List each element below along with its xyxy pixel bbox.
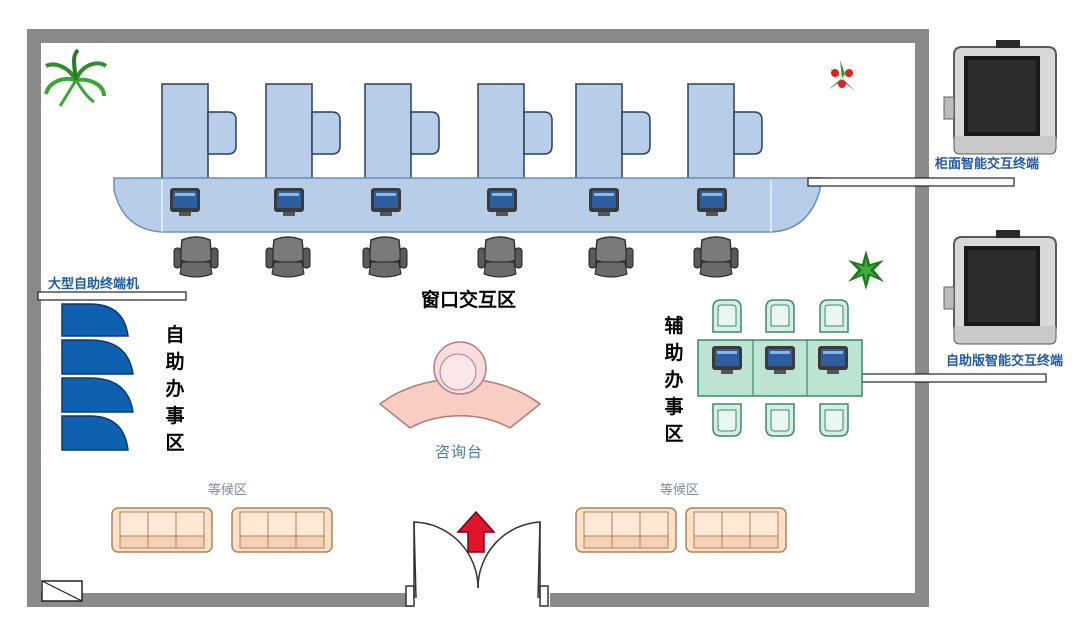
green-chair [765,299,795,333]
service-counter [113,83,821,278]
sofa-icon [111,507,213,553]
star-plant-icon [848,250,884,290]
large-terminal-label: 大型自助终端机 [48,277,140,292]
self-service-zone-label: 自助办事区 [165,324,185,454]
selfservice-terminal-label: 自助版智能交互终端 [946,354,1064,369]
self-service-kiosks [61,303,134,451]
monitor-terminal-icon [589,188,619,216]
storage-box [41,580,83,602]
office-chair-icon [477,236,523,278]
counter-terminal-label: 柜面智能交互终端 [935,157,1040,172]
palm-plant-icon [44,48,108,108]
assisted-zone-label: 辅助办事区 [664,315,684,445]
office-chair-icon [362,236,408,278]
monitor-terminal-icon [712,346,742,374]
sofa-icon [575,507,677,553]
flower-plant-icon [826,60,858,92]
office-chair-icon [693,236,739,278]
selfservice-terminal-leader [861,373,1047,383]
office-chair-icon [265,236,311,278]
door-icon [405,521,549,607]
window-zone-label: 窗口交互区 [421,289,517,311]
monitor-terminal-icon [765,346,795,374]
monitor-terminal-icon [487,188,517,216]
green-chair [819,299,849,333]
kiosk-icon [943,229,1057,345]
consultation-desk [378,341,542,429]
waiting-area-label-left: 等候区 [208,483,248,498]
green-chair [712,299,742,333]
building-walls [27,29,929,607]
sofa-icon [231,507,333,553]
consult-desk-label: 咨询台 [435,443,484,461]
office-chair-icon [588,236,634,278]
office-chair-icon [173,236,219,278]
counter-terminal-leader [807,177,1015,187]
assisted-service-area [697,299,863,437]
monitor-terminal-icon [818,346,848,374]
monitor-terminal-icon [170,188,200,216]
kiosk-icon [943,39,1057,155]
green-chair [765,403,795,437]
counter-chairs [173,236,739,278]
monitor-terminal-icon [697,188,727,216]
large-terminal-leader [37,291,187,301]
monitor-terminal-icon [371,188,401,216]
entrance-arrow-icon [456,510,496,553]
waiting-area-label-right: 等候区 [660,483,700,498]
sofa-icon [685,507,787,553]
partition-booths [161,83,763,181]
green-chair [712,403,742,437]
monitor-terminal-icon [274,188,304,216]
green-chair [819,403,849,437]
